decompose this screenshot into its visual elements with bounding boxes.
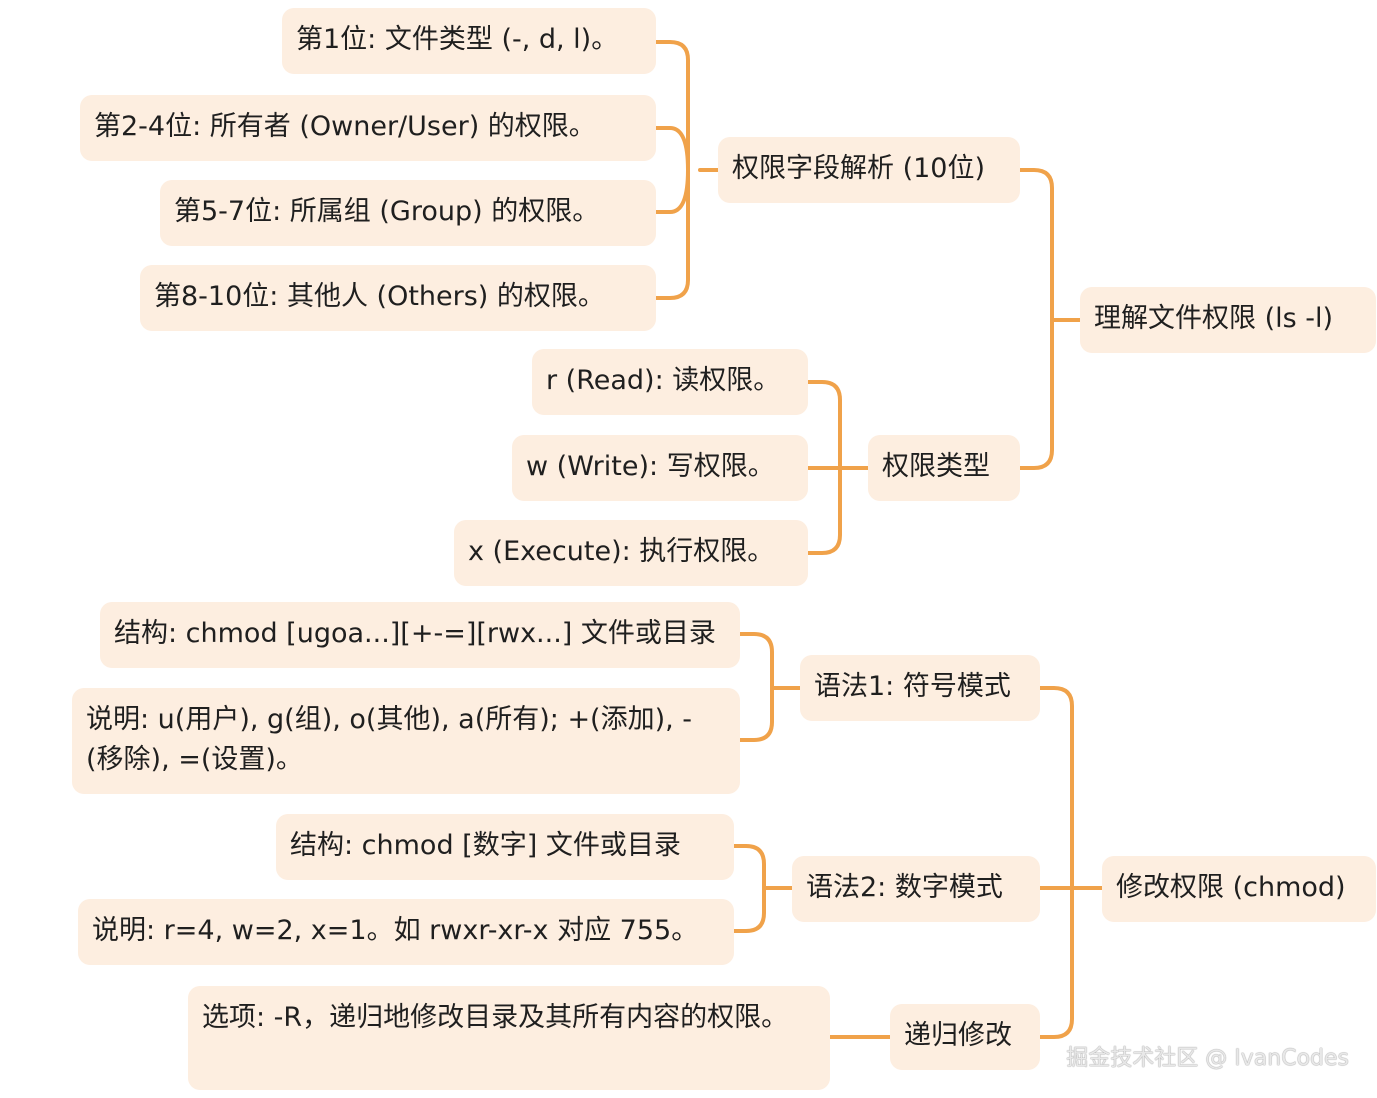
watermark: 掘金技术社区 @ IvanCodes	[1066, 1046, 1349, 1071]
connector-understand-children	[1018, 168, 1082, 470]
leaf-bit-1[interactable]: 第1位: 文件类型 (-, d, l)。	[282, 8, 656, 74]
leaf-symbolic-description[interactable]: 说明: u(用户), g(组), o(其他), a(所有); +(添加), -(…	[72, 688, 740, 794]
root-modify-permissions[interactable]: 修改权限 (chmod)	[1102, 856, 1376, 922]
connector-numeric-children	[732, 844, 794, 933]
leaf-bits-2-4[interactable]: 第2-4位: 所有者 (Owner/User) 的权限。	[80, 95, 656, 161]
root-understand-permissions[interactable]: 理解文件权限 (ls -l)	[1080, 287, 1376, 353]
connector-symbolic-children	[738, 632, 802, 742]
branch-recursive[interactable]: 递归修改	[890, 1004, 1040, 1070]
branch-syntax-symbolic[interactable]: 语法1: 符号模式	[800, 655, 1040, 721]
branch-field-parse[interactable]: 权限字段解析 (10位)	[718, 137, 1020, 203]
connector-field-parse-children	[654, 40, 720, 300]
leaf-recursive-option[interactable]: 选项: -R，递归地修改目录及其所有内容的权限。	[188, 986, 830, 1090]
leaf-execute[interactable]: x (Execute): 执行权限。	[454, 520, 808, 586]
branch-permission-types[interactable]: 权限类型	[868, 435, 1020, 501]
leaf-read[interactable]: r (Read): 读权限。	[532, 349, 808, 415]
leaf-numeric-description[interactable]: 说明: r=4, w=2, x=1。如 rwxr-xr-x 对应 755。	[78, 899, 734, 965]
branch-syntax-numeric[interactable]: 语法2: 数字模式	[792, 856, 1040, 922]
leaf-symbolic-structure[interactable]: 结构: chmod [ugoa...][+-=][rwx...] 文件或目录	[100, 602, 740, 668]
leaf-numeric-structure[interactable]: 结构: chmod [数字] 文件或目录	[276, 814, 734, 880]
leaf-bits-8-10[interactable]: 第8-10位: 其他人 (Others) 的权限。	[140, 265, 656, 331]
leaf-write[interactable]: w (Write): 写权限。	[512, 435, 808, 501]
leaf-bits-5-7[interactable]: 第5-7位: 所属组 (Group) 的权限。	[160, 180, 656, 246]
connector-modify-children	[1038, 686, 1104, 1039]
connector-perm-types-children	[806, 380, 870, 555]
